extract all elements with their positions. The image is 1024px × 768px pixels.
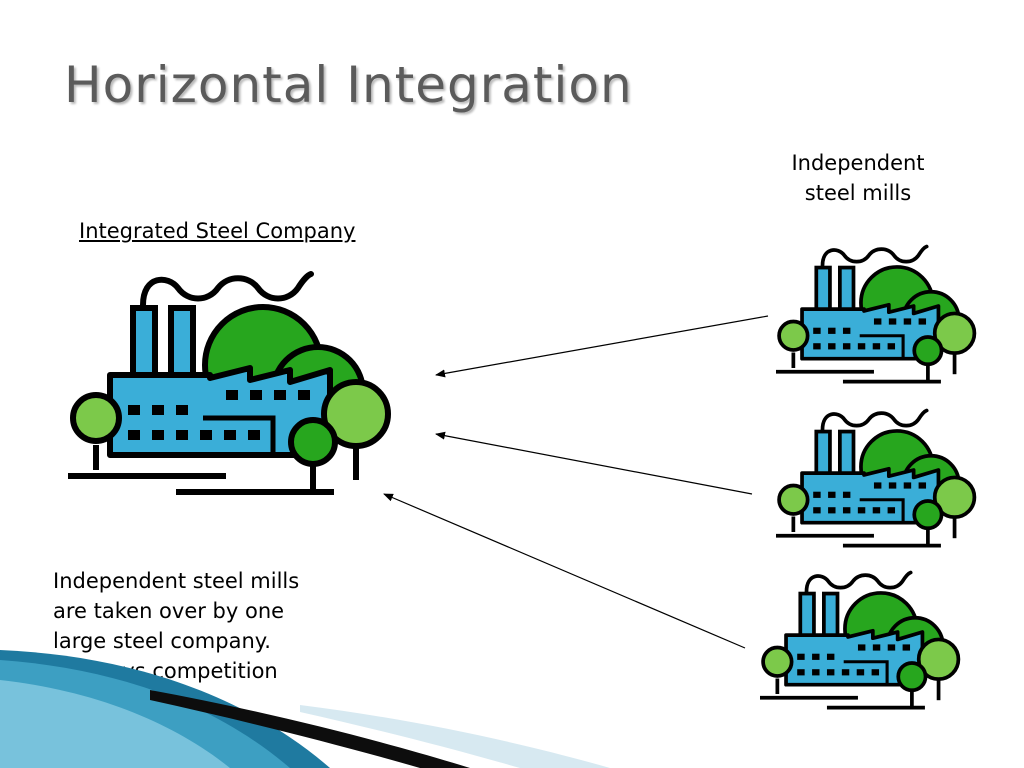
factory-icon	[774, 244, 977, 384]
description-line: large steel company.	[53, 629, 271, 653]
factory-icon	[758, 570, 961, 710]
takeover-arrow	[435, 431, 753, 495]
decorative-swoosh	[0, 650, 610, 768]
factory-icon	[68, 274, 388, 492]
factory-icon	[774, 408, 977, 548]
takeover-arrow	[383, 493, 746, 649]
independent-mills-label: Independent steel mills	[762, 148, 954, 208]
description-line: are taken over by one	[53, 599, 285, 623]
description-line: Independent steel mills	[53, 569, 300, 593]
independent-mills-label-line2: steel mills	[804, 181, 912, 205]
takeover-arrow	[435, 315, 769, 378]
integrated-company-label: Integrated Steel Company	[79, 219, 356, 243]
independent-mills-label-line1: Independent	[791, 151, 925, 175]
slide-title: Horizontal Integration	[64, 56, 633, 114]
